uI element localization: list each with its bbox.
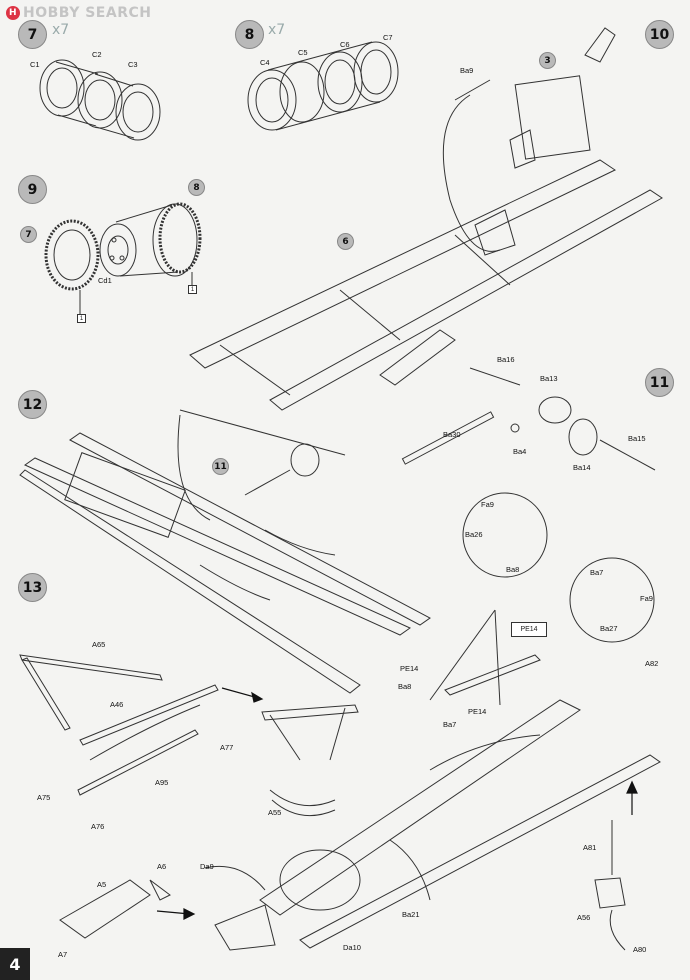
- part-ref-3: 3: [539, 52, 556, 69]
- part-label-a6: A6: [157, 862, 167, 871]
- step13-parts: [19, 492, 661, 951]
- part-label-c5: C5: [298, 48, 308, 57]
- part-label-a80: A80: [633, 945, 647, 954]
- part-label-ba7: Ba7: [590, 568, 604, 577]
- step9-wheel: [44, 202, 202, 315]
- part-label-a82: A82: [645, 659, 659, 668]
- part-label-fa9-right: Fa9: [640, 594, 653, 603]
- part-label-da9: Da9: [200, 862, 214, 871]
- part-label-pe14-left: PE14: [400, 664, 419, 673]
- part-label-c6: C6: [340, 40, 350, 49]
- part-label-ba7-lower: Ba7: [443, 720, 457, 729]
- part-label-ba14: Ba14: [573, 463, 591, 472]
- decal-box-2: 1: [188, 285, 197, 294]
- part-label-ba8: Ba8: [506, 565, 520, 574]
- page-number: 4: [0, 948, 30, 980]
- step-8-badge: 8: [235, 20, 264, 49]
- part-label-a75: A75: [37, 793, 51, 802]
- step12-chassis: [19, 409, 431, 694]
- part-ref-8: 8: [188, 179, 205, 196]
- step10-chassis: [189, 27, 663, 411]
- part-label-ba15: Ba15: [628, 434, 646, 443]
- part-label-cd1: Cd1: [98, 276, 112, 285]
- part-label-ba4: Ba4: [513, 447, 527, 456]
- part-label-da10: Da10: [343, 943, 361, 952]
- part-label-a65: A65: [92, 640, 106, 649]
- step7-rings: [39, 59, 161, 141]
- step-13-badge: 13: [18, 573, 47, 602]
- part-label-ba30: Ba30: [443, 430, 461, 439]
- part-label-ba16: Ba16: [497, 355, 515, 364]
- part-label-a76: A76: [91, 822, 105, 831]
- step-12-badge: 12: [18, 390, 47, 419]
- step-7-quantity: x7: [52, 22, 70, 38]
- part-label-ba21: Ba21: [402, 910, 420, 919]
- part-label-c4: C4: [260, 58, 270, 67]
- part-label-fa9-top: Fa9: [481, 500, 494, 509]
- part-label-ba27: Ba27: [600, 624, 618, 633]
- part-label-a55: A55: [268, 808, 282, 817]
- part-label-a56: A56: [577, 913, 591, 922]
- part-label-c7: C7: [383, 33, 393, 42]
- part-label-a81: A81: [583, 843, 597, 852]
- step8-rings: [247, 41, 399, 131]
- step-8-quantity: x7: [268, 22, 286, 38]
- part-label-a95: A95: [155, 778, 169, 787]
- part-label-c1: C1: [30, 60, 40, 69]
- watermark-text: HOBBY SEARCH: [23, 5, 152, 21]
- step-7-badge: 7: [18, 20, 47, 49]
- step11-axle: [401, 367, 656, 471]
- part-ref-11: 11: [212, 458, 229, 475]
- pe14-subassembly-tag: PE14: [511, 622, 547, 637]
- part-label-ba9: Ba9: [460, 66, 474, 75]
- part-label-a7: A7: [58, 950, 68, 959]
- part-label-c2: C2: [92, 50, 102, 59]
- watermark-badge: H: [6, 6, 20, 20]
- part-label-ba13: Ba13: [540, 374, 558, 383]
- decal-box-1: 1: [77, 314, 86, 323]
- part-label-pe14-lower: PE14: [468, 707, 487, 716]
- part-label-a46: A46: [110, 700, 124, 709]
- step-11-badge: 11: [645, 368, 674, 397]
- part-label-a5: A5: [97, 880, 107, 889]
- step-10-badge: 10: [645, 20, 674, 49]
- step-9-badge: 9: [18, 175, 47, 204]
- part-label-a77: A77: [220, 743, 234, 752]
- part-label-c3: C3: [128, 60, 138, 69]
- part-label-ba8-lower: Ba8: [398, 682, 412, 691]
- watermark: H HOBBY SEARCH: [6, 5, 151, 21]
- part-ref-7: 7: [20, 226, 37, 243]
- part-ref-6: 6: [337, 233, 354, 250]
- part-label-ba26: Ba26: [465, 530, 483, 539]
